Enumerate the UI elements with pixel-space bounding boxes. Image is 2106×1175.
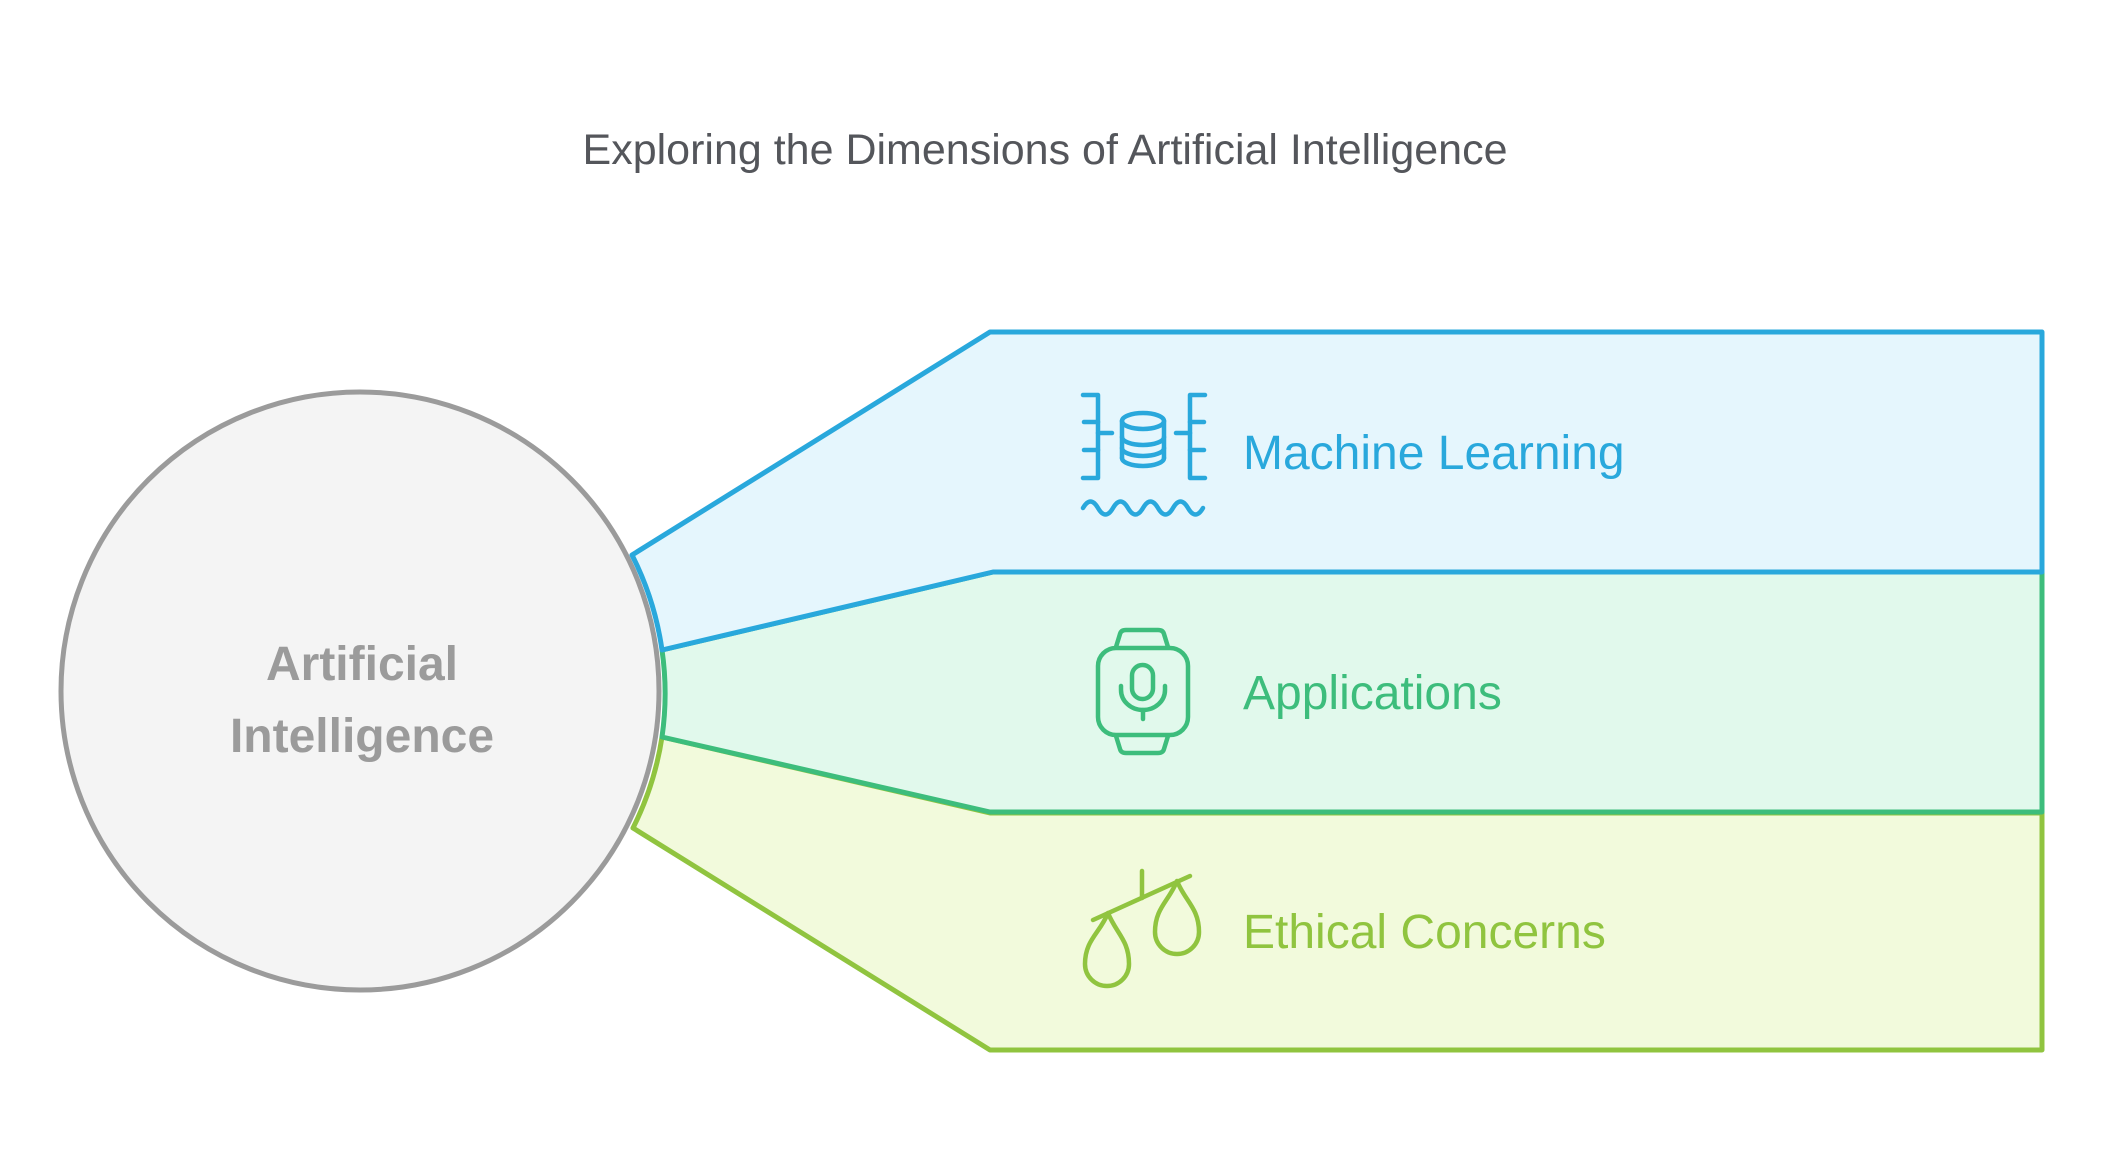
ai-center-node	[58, 389, 662, 993]
branch-machine-learning	[629, 329, 2045, 653]
branch-ethical-concerns	[630, 734, 2045, 1053]
diagram-title: Exploring the Dimensions of Artificial I…	[583, 126, 1508, 174]
branch-label-applications: Applications	[1243, 667, 1502, 720]
branch-label-machine-learning: Machine Learning	[1243, 427, 1625, 480]
smartwatch-mic-icon	[1095, 627, 1191, 756]
ai-center-label-line1: Artificial	[266, 638, 458, 691]
data-pool-icon	[1080, 392, 1208, 517]
balance-scale-icon	[1082, 868, 1202, 989]
ai-center-label-line2: Intelligence	[230, 710, 494, 763]
branch-label-ethical-concerns: Ethical Concerns	[1243, 906, 1606, 959]
branch-applications	[659, 569, 2045, 815]
